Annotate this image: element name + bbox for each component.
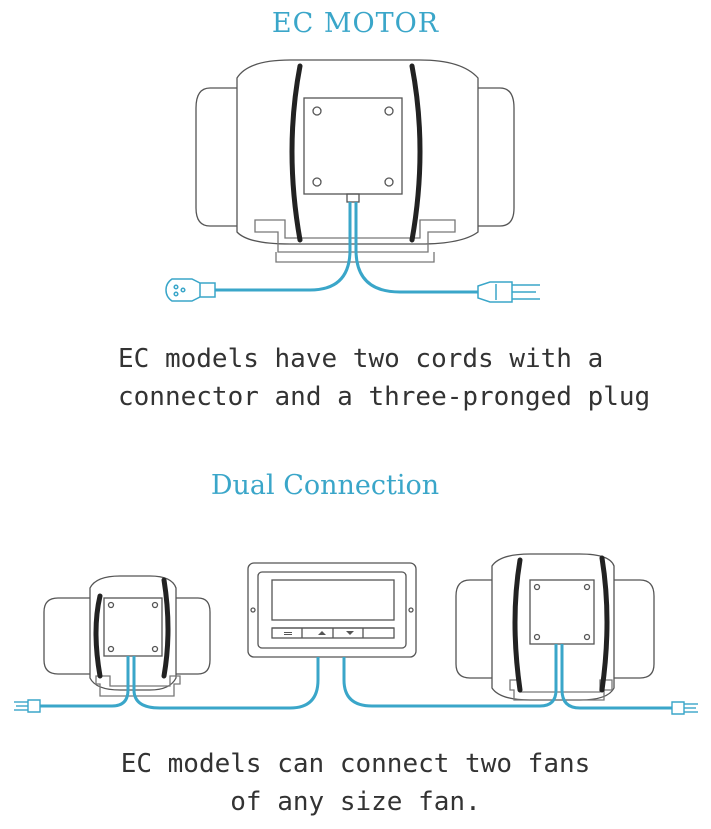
left-fan [43,575,211,697]
connector-plug-icon [165,278,216,302]
bottom-cables [40,644,672,710]
dual-connection-caption-line1: EC models can connect two fans [120,749,591,779]
right-fan [455,553,655,701]
controller [247,562,417,658]
ec-motor-caption: EC models have two cords with a connecto… [118,340,650,416]
ec-motor-caption-line1: EC models have two cords with a [118,344,604,374]
dual-connection-caption-line2: of any size fan. [230,787,481,817]
ec-motor-title: EC MOTOR [271,8,440,39]
right-plug-icon [671,701,698,715]
ec-motor-caption-line2: connector and a three-pronged plug [118,382,651,412]
dual-connection-caption: EC models can connect two fans of any si… [0,745,711,821]
three-prong-plug-icon [477,281,540,303]
dual-connection-title: Dual Connection [210,470,440,501]
top-cables [215,202,478,294]
left-plug-icon [14,699,41,713]
ec-motor-fan [195,59,515,263]
controller-button-icons [284,631,354,635]
